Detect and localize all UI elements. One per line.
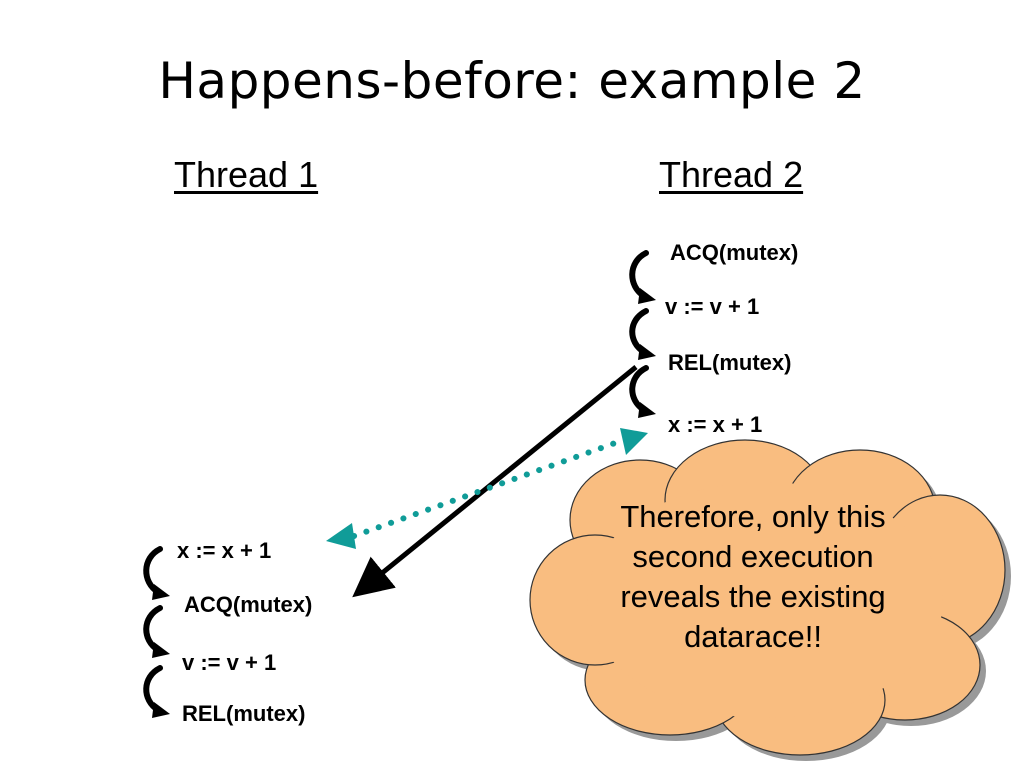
thread2-order-arrowheads (638, 288, 656, 418)
thread2-stmt-acquire: ACQ(mutex) (670, 240, 799, 265)
order-arrow (143, 665, 163, 713)
callout-cloud-fill (587, 482, 943, 718)
thread2-stmt-increment-v: v := v + 1 (665, 294, 760, 319)
order-arrow (629, 250, 649, 299)
thread1-stmt-release: REL(mutex) (182, 701, 306, 726)
datarace-arrow (351, 439, 621, 539)
thread2-stmt-increment-x: x := x + 1 (668, 412, 763, 437)
thread1-heading: Thread 1 (174, 154, 319, 195)
datarace-arrowhead-left (326, 523, 356, 549)
order-arrow (629, 365, 649, 413)
thread1-order-arrows (143, 546, 163, 713)
thread2-stmt-release: REL(mutex) (668, 350, 792, 375)
order-arrowhead (152, 702, 170, 718)
callout-text: Therefore, only this second execution re… (620, 499, 886, 654)
thread1-stmt-acquire: ACQ(mutex) (184, 592, 313, 617)
thread1-order-arrowheads (152, 584, 170, 718)
slide-title: Happens-before: example 2 (158, 52, 866, 110)
order-arrow (143, 546, 163, 595)
datarace-arrowhead-right (620, 428, 648, 455)
thread2-order-arrows (629, 250, 649, 413)
order-arrow (629, 308, 649, 355)
thread1-stmt-increment-v: v := v + 1 (182, 650, 277, 675)
thread1-stmt-increment-x: x := x + 1 (177, 538, 272, 563)
thread2-heading: Thread 2 (659, 154, 804, 195)
order-arrow (143, 605, 163, 653)
happens-before-arrow (352, 365, 638, 598)
